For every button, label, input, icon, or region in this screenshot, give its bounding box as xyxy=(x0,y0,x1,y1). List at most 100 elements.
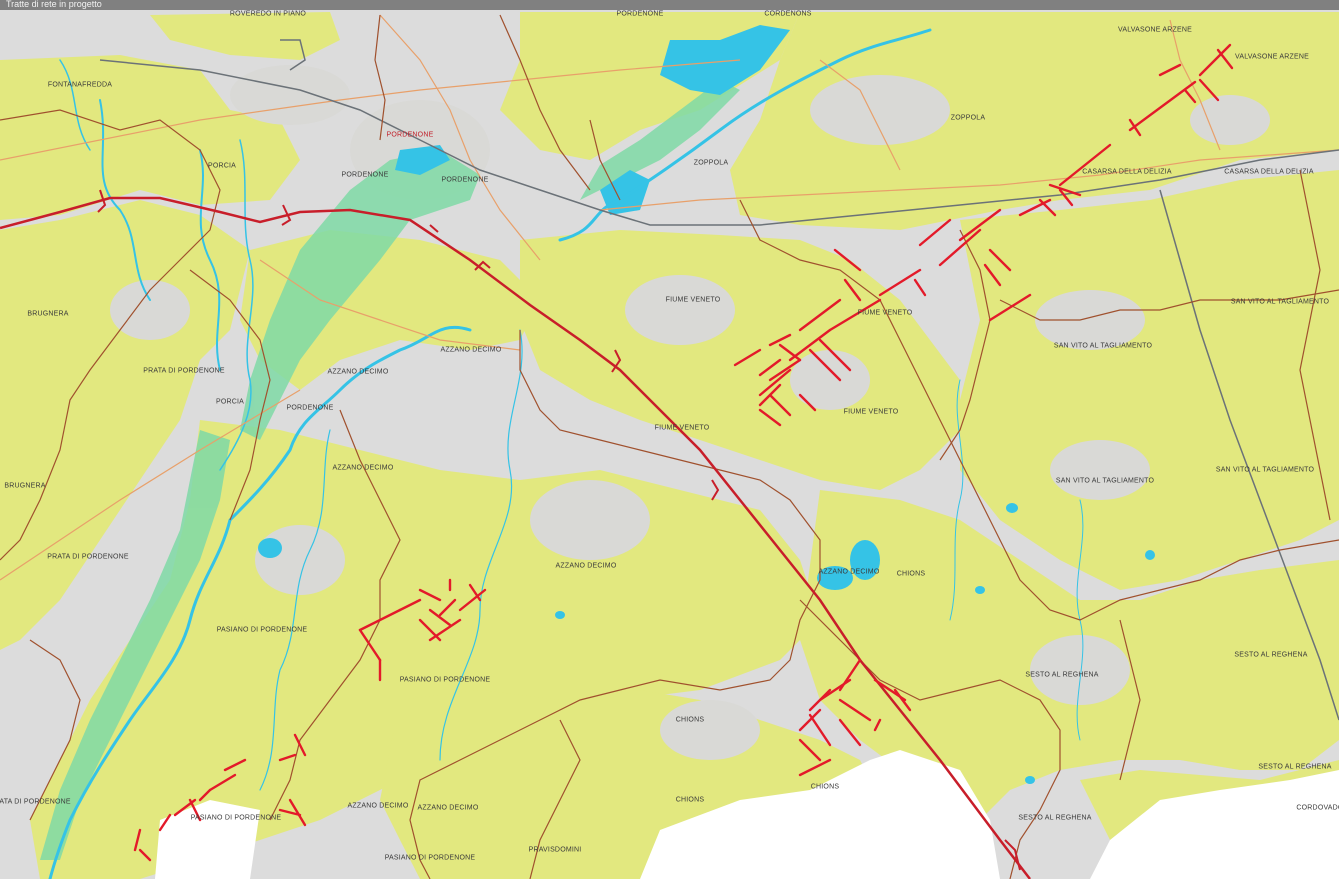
outside-region xyxy=(155,750,1339,879)
junction xyxy=(1004,839,1021,871)
urban-patch xyxy=(255,525,345,595)
place-label: PORDENONE xyxy=(286,404,334,412)
network-segment xyxy=(808,688,832,712)
river-branch xyxy=(949,379,964,621)
network-segment xyxy=(983,263,1002,287)
network-segment xyxy=(838,698,872,722)
place-label: CHIONS xyxy=(896,570,926,578)
place-label: FONTANAFREDDA xyxy=(47,81,113,89)
boundary xyxy=(1299,169,1331,521)
network-segment xyxy=(958,208,1002,242)
boundary xyxy=(999,289,1339,321)
network-segment xyxy=(438,598,457,617)
place-label: PRATA DI PORDENONE xyxy=(47,553,129,561)
lake xyxy=(395,145,450,175)
pond xyxy=(258,538,282,558)
network-segment xyxy=(223,758,247,772)
network-segment xyxy=(428,608,452,627)
place-label: AZZANO DECIMO xyxy=(818,568,880,576)
place-label: CHIONS xyxy=(675,716,705,724)
place-label: PASIANO DI PORDENONE xyxy=(384,854,476,862)
urban-patch xyxy=(660,700,760,760)
boundary xyxy=(409,330,821,879)
road xyxy=(259,259,521,351)
place-label: SESTO AL REGHENA xyxy=(1234,651,1308,659)
river-branch xyxy=(199,149,221,371)
network-segment xyxy=(133,828,142,852)
place-label: AZZANO DECIMO xyxy=(417,804,479,812)
place-label: PASIANO DI PORDENONE xyxy=(216,626,308,634)
place-label: PORCIA xyxy=(215,398,245,406)
urban-patch xyxy=(1030,635,1130,705)
boundary xyxy=(529,719,581,879)
railway xyxy=(99,59,1339,226)
network-segment xyxy=(1038,198,1057,217)
place-label: PORCIA xyxy=(207,162,237,170)
highway-a28 xyxy=(0,196,1031,879)
network-segment xyxy=(418,588,442,602)
outside-area xyxy=(155,800,260,879)
land-area xyxy=(0,55,300,220)
place-label: SAN VITO AL TAGLIAMENTO xyxy=(1215,466,1315,474)
network-segment xyxy=(938,228,982,267)
network-segment xyxy=(988,248,1012,272)
land-area xyxy=(730,12,1339,230)
network-segment xyxy=(768,393,792,417)
place-label: CASARSA DELLA DELIZIA xyxy=(1224,168,1314,176)
network-segment xyxy=(293,733,307,757)
junction xyxy=(611,349,622,373)
network-segment xyxy=(1058,143,1112,187)
network-segment xyxy=(733,348,762,367)
place-label: PASIANO DI PORDENONE xyxy=(190,814,282,822)
pond xyxy=(975,586,985,594)
place-label: SAN VITO AL TAGLIAMENTO xyxy=(1055,477,1155,485)
pond xyxy=(1006,503,1018,513)
network-segment xyxy=(768,358,802,382)
place-label: SAN VITO AL TAGLIAMENTO xyxy=(1053,342,1153,350)
place-label: AZZANO DECIMO xyxy=(440,346,502,354)
junction xyxy=(429,224,439,233)
road xyxy=(0,389,301,581)
land-area xyxy=(150,12,340,60)
network-segment xyxy=(798,738,822,762)
network-segment xyxy=(828,298,882,332)
place-label: FIUME VENETO xyxy=(665,296,721,304)
network-segment xyxy=(1183,88,1197,104)
boundary xyxy=(799,599,1061,879)
boundary xyxy=(189,269,271,521)
boundary xyxy=(0,109,221,561)
road xyxy=(379,14,541,261)
network-segment xyxy=(893,688,912,712)
railways xyxy=(99,39,1339,721)
place-label: PRAVISDOMINI xyxy=(528,846,582,854)
pond xyxy=(1025,776,1035,784)
pond xyxy=(1145,550,1155,560)
place-label: CHIONS xyxy=(810,783,840,791)
pond xyxy=(850,540,880,580)
railway xyxy=(1159,189,1339,721)
place-label: SESTO AL REGHENA xyxy=(1018,814,1092,822)
urban-patch xyxy=(1190,95,1270,145)
place-label: ZOPPOLA xyxy=(693,159,729,167)
boundary xyxy=(499,14,591,191)
river-branch xyxy=(439,329,523,761)
wetland-area xyxy=(40,430,230,860)
network-segment xyxy=(838,718,862,747)
network-segment xyxy=(208,773,237,792)
network-segment xyxy=(808,713,832,747)
urban-patch xyxy=(810,75,950,145)
river-noncello xyxy=(558,28,932,242)
wetland-area xyxy=(580,80,740,200)
network-segment xyxy=(758,408,782,427)
boundaries xyxy=(0,14,1339,879)
boundary xyxy=(939,229,991,461)
railway xyxy=(280,39,306,71)
network-segment xyxy=(198,788,212,802)
junction xyxy=(474,260,491,271)
place-label: PORDENONE xyxy=(441,176,489,184)
urban-patch xyxy=(625,275,735,345)
network-segment xyxy=(913,278,927,297)
boundary xyxy=(374,14,386,141)
network-segment xyxy=(158,813,172,832)
